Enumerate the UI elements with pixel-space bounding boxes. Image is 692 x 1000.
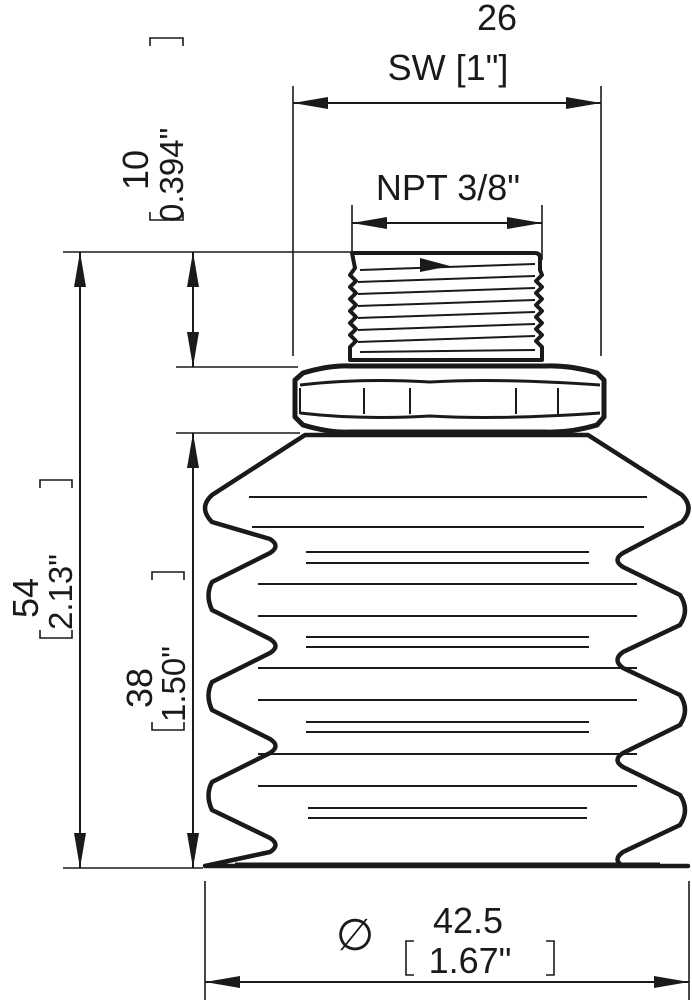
nut-flat-edges	[299, 388, 559, 414]
total-height-dimension: 54 2.13"	[5, 252, 86, 868]
arrow-left-icon	[293, 97, 328, 109]
bellows-height-value: 38	[119, 668, 160, 708]
thread-dimension: NPT 3/8"	[351, 167, 543, 260]
bracket-open	[151, 722, 185, 731]
bracket-close	[149, 37, 184, 46]
bellows-outline	[202, 432, 691, 869]
thread-length-imperial: 0.394"	[153, 128, 190, 222]
bellows-height-imperial: 1.50"	[155, 646, 192, 722]
arrow-down-icon	[187, 833, 199, 868]
arrow-down-icon	[74, 833, 86, 868]
thread-lines	[357, 263, 536, 353]
nut-chamfer-bottom	[299, 411, 601, 419]
thread-label: NPT 3/8"	[376, 167, 520, 208]
bracket-close	[151, 571, 185, 580]
wrench-size-dimension: 26 SW [1"]	[292, 0, 602, 356]
bracket-open	[39, 630, 73, 639]
hex-nut	[292, 363, 607, 435]
diameter-symbol-icon: ∅	[336, 911, 374, 960]
arrow-left-icon	[352, 217, 387, 229]
bracket-close	[39, 479, 73, 488]
arrow-left-icon	[205, 976, 240, 988]
bellows-rib-lines	[249, 496, 647, 819]
arrow-up-icon	[187, 252, 199, 287]
thread-length-value: 10	[115, 150, 156, 190]
bellows-cup	[202, 432, 691, 869]
diameter-dimension: ∅ 42.5 1.67"	[204, 881, 690, 1000]
total-height-imperial: 2.13"	[42, 554, 79, 630]
diameter-imperial: 1.67"	[429, 940, 512, 981]
wrench-size-value: 26	[477, 0, 517, 38]
arrow-down-icon	[187, 332, 199, 367]
arrow-right-icon	[654, 976, 689, 988]
arrow-up-icon	[74, 252, 86, 287]
threaded-fitting	[348, 251, 544, 362]
bracket-open	[405, 940, 414, 976]
bracket-close	[546, 940, 555, 976]
diameter-value: 42.5	[433, 900, 503, 941]
arrow-right-icon	[507, 217, 542, 229]
thread-length-dimension: 10 0.394"	[115, 37, 298, 368]
bracket-open	[149, 212, 184, 221]
nut-chamfer-top	[299, 379, 601, 387]
arrow-up-icon	[187, 433, 199, 468]
bellows-height-dimension: 38 1.50"	[63, 432, 300, 869]
thread-start-mark-icon	[420, 258, 450, 272]
arrow-right-icon	[566, 97, 601, 109]
total-height-value: 54	[5, 578, 46, 618]
wrench-size-label: SW [1"]	[388, 47, 509, 88]
